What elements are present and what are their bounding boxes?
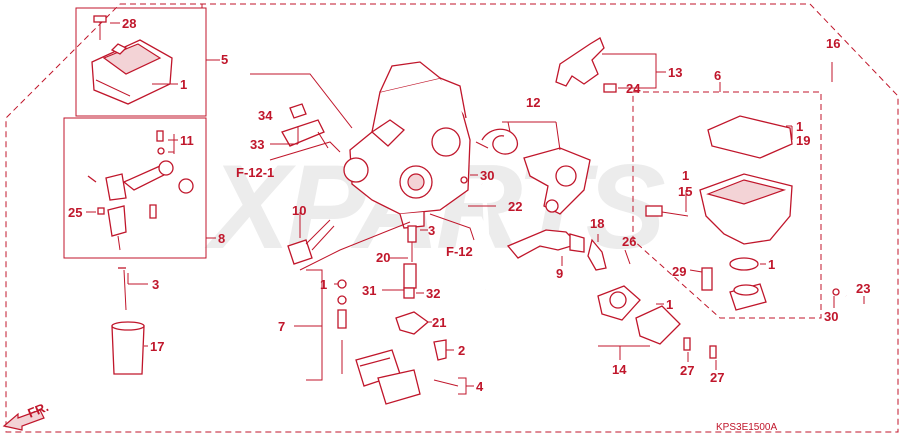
ref-f12: F-12 (446, 244, 473, 259)
callout-3-left: 3 (152, 277, 159, 292)
front-direction-arrow-icon (2, 409, 45, 431)
cable-bracket-9-part (506, 229, 607, 271)
choke-part (281, 103, 329, 149)
float-bowl-part (645, 173, 793, 245)
callout-33: 33 (250, 137, 264, 152)
callout-20: 20 (376, 250, 390, 265)
callout-18: 18 (590, 216, 604, 231)
callout-27-left: 27 (680, 363, 694, 378)
drain-valve-part (701, 257, 767, 311)
spring-12-part (475, 128, 519, 155)
callout-23: 23 (856, 281, 870, 296)
leader-lines (86, 4, 865, 395)
callout-14: 14 (612, 362, 627, 377)
callout-7: 7 (278, 319, 285, 334)
bracket-13-part (555, 37, 617, 93)
screw-28-part (93, 15, 107, 40)
callout-12: 12 (526, 95, 540, 110)
callout-8: 8 (218, 231, 225, 246)
callout-25: 25 (68, 205, 82, 220)
callout-1-drain: 1 (768, 257, 775, 272)
callout-16: 16 (826, 36, 840, 51)
gasket-19-part (707, 115, 793, 159)
assembly-frame (5, 3, 899, 433)
callout-29: 29 (672, 264, 686, 279)
callout-1-bowl: 1 (682, 168, 689, 183)
throttle-link-part (87, 130, 194, 251)
callout-21: 21 (432, 315, 446, 330)
callout-22: 22 (508, 199, 522, 214)
carburetor-body-part (343, 61, 471, 229)
callout-11: 11 (180, 133, 194, 148)
callout-1-pump: 1 (666, 297, 673, 312)
screw-10-part (287, 219, 335, 265)
callout-19: 19 (796, 133, 810, 148)
callout-34: 34 (258, 108, 273, 123)
callout-1-gasket: 1 (796, 119, 803, 134)
top-cover-group-box (75, 7, 207, 117)
callout-3-mid: 3 (428, 223, 435, 238)
direction-label: FR. (26, 399, 51, 421)
callout-5: 5 (221, 52, 228, 67)
callout-1-cover: 1 (180, 77, 187, 92)
sleeve-17-part (111, 321, 145, 375)
throttle-drum-part (523, 147, 591, 215)
callout-15: 15 (678, 184, 692, 199)
callout-28: 28 (122, 16, 136, 31)
top-cover-part (91, 39, 173, 105)
pump-14-part (597, 285, 717, 359)
callout-26: 26 (622, 234, 636, 249)
callout-30-lower: 30 (824, 309, 838, 324)
float-chamber-frame (632, 91, 822, 319)
clip-30-upper-part (460, 176, 468, 184)
callout-13: 13 (668, 65, 682, 80)
callout-9: 9 (556, 266, 563, 281)
callout-2: 2 (458, 343, 465, 358)
throttle-link-group-box (63, 117, 207, 259)
ref-f12-1: F-12-1 (236, 165, 274, 180)
callout-27-right: 27 (710, 370, 724, 385)
needle-set-7-part (337, 279, 347, 374)
callout-1-needle: 1 (320, 277, 327, 292)
element-4-part (355, 349, 459, 405)
callout-10: 10 (292, 203, 306, 218)
jet-stack-part (395, 225, 447, 361)
callout-6: 6 (714, 68, 721, 83)
callout-32: 32 (426, 286, 440, 301)
callout-31: 31 (362, 283, 376, 298)
callout-17: 17 (150, 339, 164, 354)
callout-4: 4 (476, 379, 484, 394)
clip-30-part (832, 288, 840, 296)
jet-needle-part (118, 267, 127, 311)
callout-30-upper: 30 (480, 168, 494, 183)
callout-24: 24 (626, 81, 641, 96)
diagram-code: KPS3E1500A (716, 422, 777, 433)
